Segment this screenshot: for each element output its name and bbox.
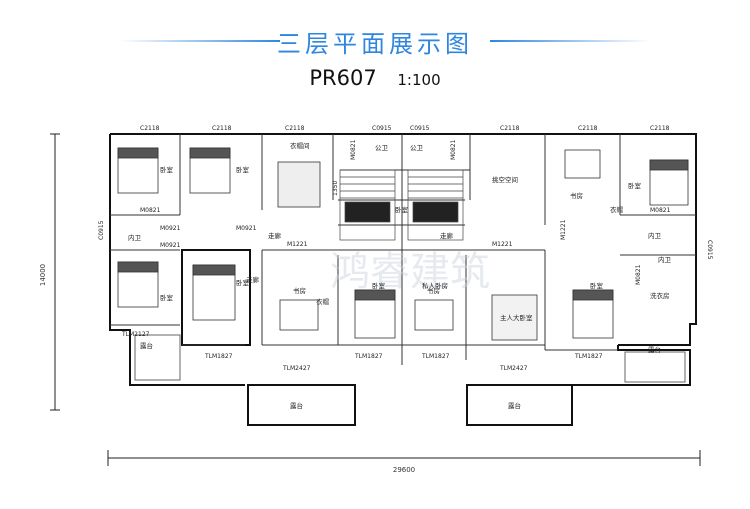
- room-label: 衣帽: [316, 297, 330, 306]
- plan-code: PR607: [309, 66, 377, 90]
- room-label: 书房: [427, 286, 440, 295]
- dimension-lines: [50, 133, 701, 466]
- door-label: M0821: [140, 207, 161, 214]
- door-label: TLM2427: [282, 365, 311, 372]
- room-label: 衣帽间: [290, 141, 310, 150]
- height-dimension: 14000: [39, 264, 47, 286]
- room-label: 卧室: [160, 165, 174, 174]
- room-label: 公卫: [410, 144, 424, 152]
- room-label: 卧室: [628, 181, 642, 190]
- door-label: M0921: [160, 225, 181, 232]
- room-label: 走廊: [246, 275, 260, 284]
- title-line-left: [120, 40, 280, 42]
- watermark: 鸿睿建筑: [330, 249, 490, 295]
- door-label: M0821: [650, 207, 671, 214]
- room-label: 卧室: [372, 281, 386, 290]
- room-label: 私人卧房: [422, 281, 448, 290]
- room-label: 卧室: [395, 205, 409, 214]
- door-label: TLM2427: [499, 365, 528, 372]
- interior-walls: [110, 134, 696, 365]
- door-label: TLM1827: [421, 353, 450, 360]
- furniture: [117, 147, 689, 341]
- room-label: 内卫: [648, 231, 662, 240]
- room-label: 走廊: [440, 231, 454, 240]
- room-label: 洗衣房: [650, 291, 670, 300]
- room-label: 内卫: [658, 255, 672, 264]
- room-label: 露台: [290, 401, 303, 410]
- door-label: M1221: [492, 241, 513, 248]
- room-label: 书房: [293, 286, 306, 295]
- room-label: 露台: [508, 401, 521, 410]
- window-label: C0915: [98, 220, 105, 240]
- window-label: C0915: [410, 125, 430, 132]
- window-label: C2118: [212, 125, 232, 132]
- door-label: TLM2127: [121, 331, 150, 338]
- title-bar: 三层平面展示图: [0, 22, 750, 58]
- room-label: 卧室: [590, 281, 604, 290]
- room-label: 卧室: [236, 278, 250, 287]
- door-label: M0921: [160, 242, 181, 249]
- height-label: 1350: [332, 181, 339, 196]
- door-label: M1221: [560, 219, 567, 240]
- door-label: TLM1827: [354, 353, 383, 360]
- window-label: C2118: [578, 125, 598, 132]
- door-label: M0821: [350, 139, 357, 160]
- page-title: 三层平面展示图: [277, 30, 473, 58]
- window-label: C0915: [372, 125, 392, 132]
- room-label: 主人大卧室: [500, 313, 533, 322]
- door-label: M0921: [236, 225, 257, 232]
- staircase: [339, 169, 464, 241]
- room-label: 公卫: [375, 144, 389, 152]
- door-label: M1221: [287, 241, 308, 248]
- room-label: 露台: [140, 341, 153, 350]
- balconies: [134, 334, 686, 383]
- room-label: 书房: [570, 191, 583, 200]
- door-label: TLM1827: [574, 353, 603, 360]
- window-label: C2118: [140, 125, 160, 132]
- title-line-right: [490, 40, 650, 42]
- outer-walls: [109, 133, 697, 426]
- window-label: C2118: [500, 125, 520, 132]
- room-label: 走廊: [268, 231, 282, 240]
- window-label: C2118: [650, 125, 670, 132]
- room-label: 内卫: [128, 233, 142, 242]
- width-dimension: 29600: [393, 466, 415, 474]
- room-label: 衣帽: [610, 205, 624, 214]
- door-label: TLM1827: [204, 353, 233, 360]
- room-label: 挑空空间: [492, 175, 518, 184]
- door-label: M0821: [635, 264, 642, 285]
- room-label: 卧室: [160, 293, 174, 302]
- room-label: 露台: [648, 345, 661, 354]
- window-label: C0915: [706, 240, 713, 260]
- room-label: 卧室: [236, 165, 250, 174]
- door-label: M0821: [450, 139, 457, 160]
- plan-scale: 1:100: [397, 71, 441, 89]
- window-label: C2118: [285, 125, 305, 132]
- plan-subtitle: PR607 1:100: [0, 66, 750, 90]
